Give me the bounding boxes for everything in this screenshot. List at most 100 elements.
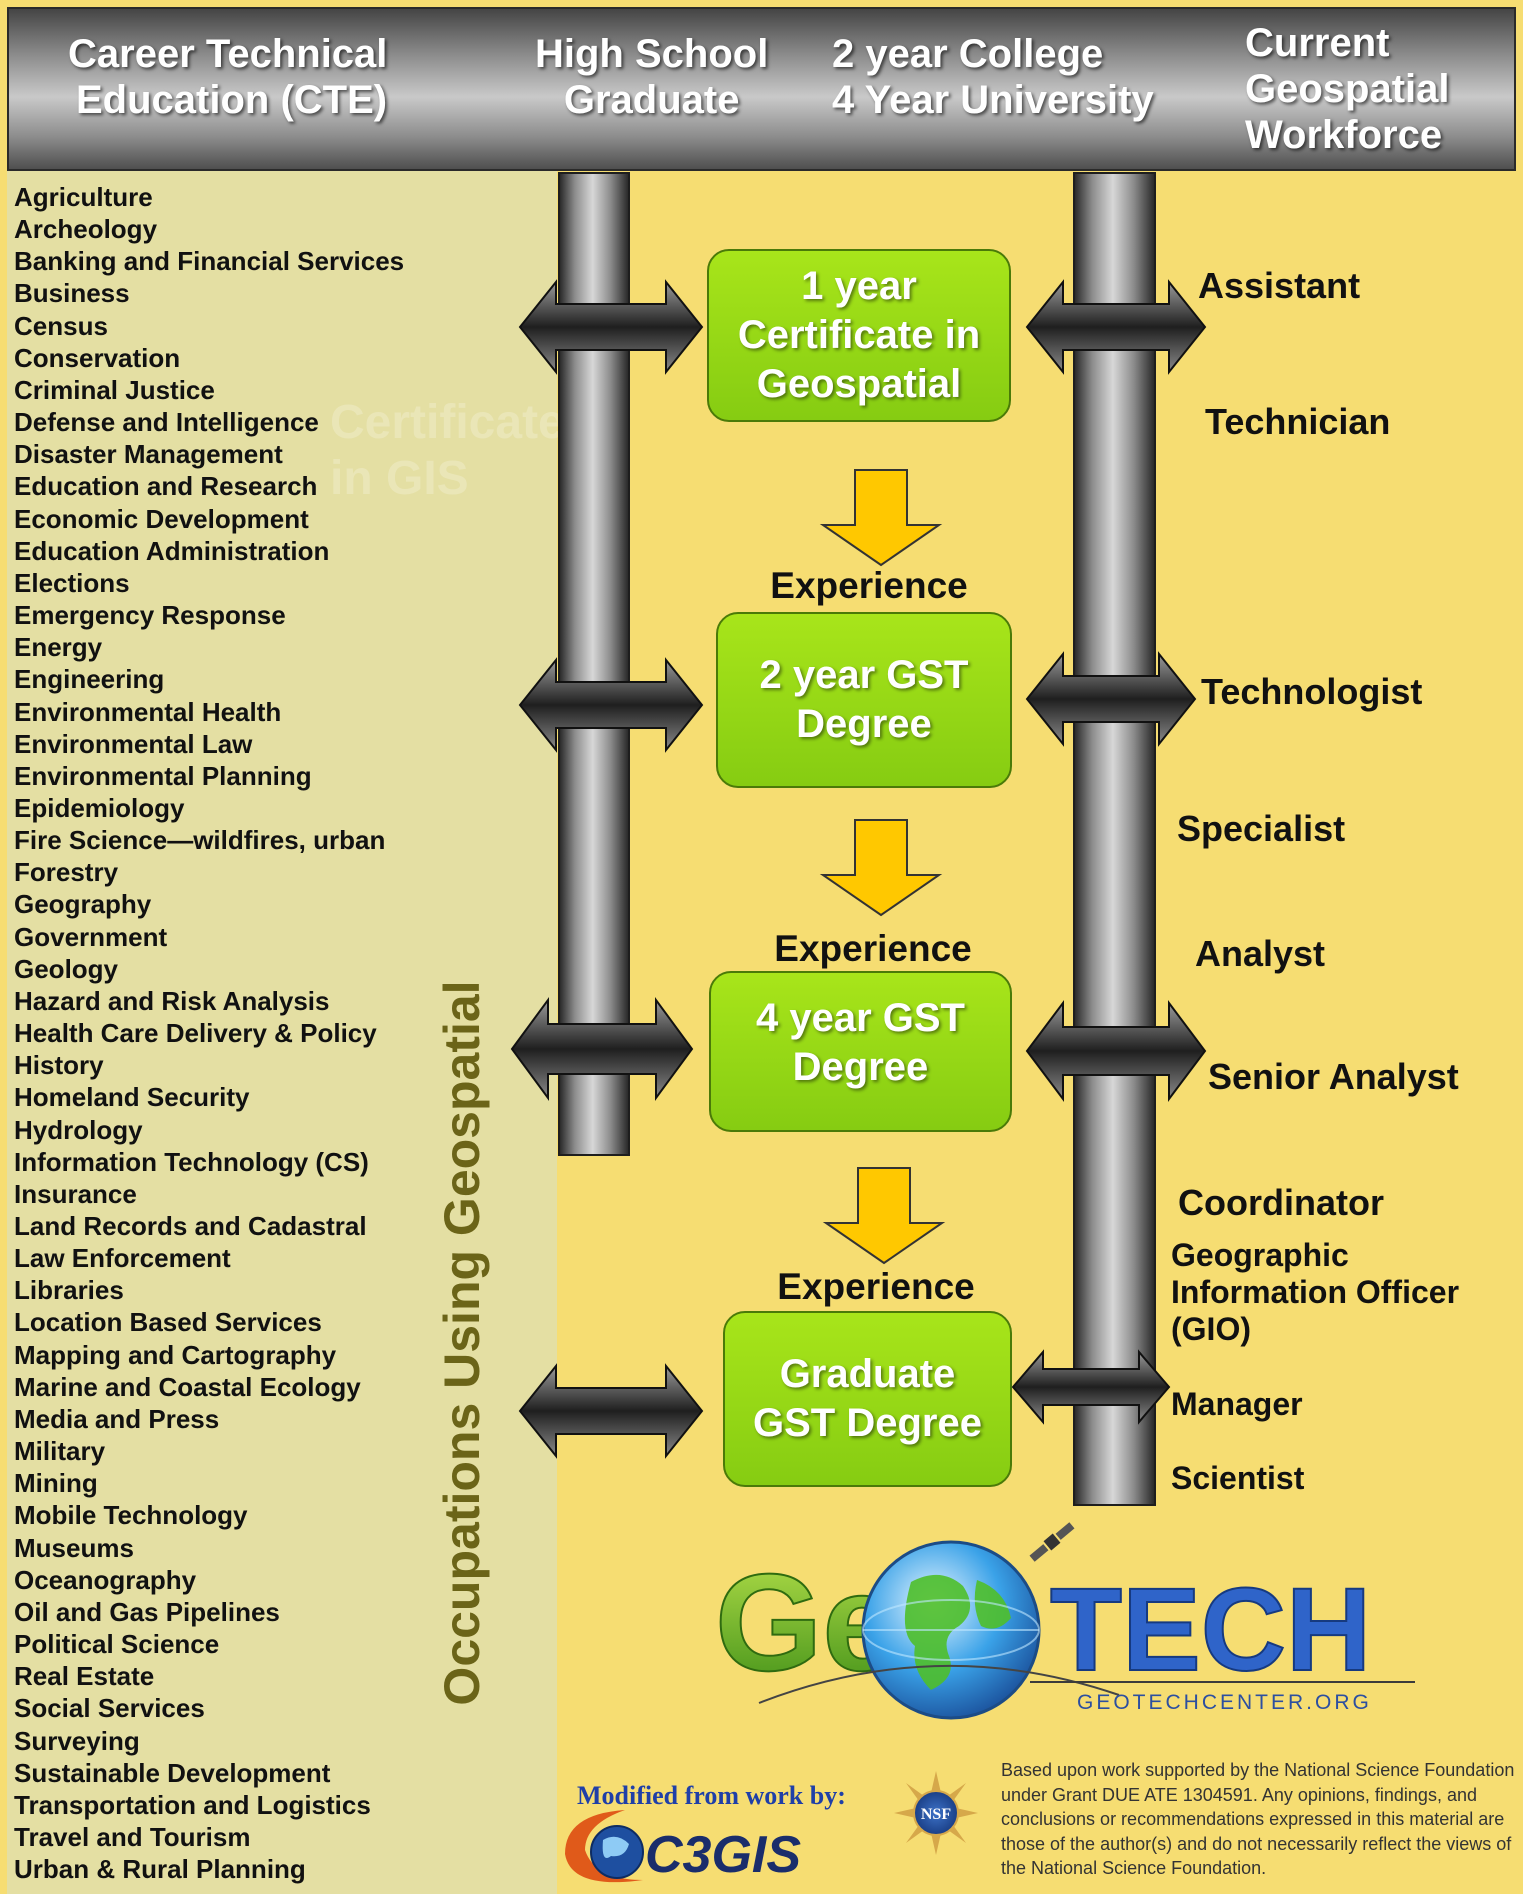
down-arrow-icon: [819, 819, 943, 917]
role-scientist: Scientist: [1171, 1460, 1305, 1496]
occupation-item: Economic Development: [14, 503, 309, 534]
role-technician: Technician: [1205, 401, 1391, 442]
occupation-item: Defense and Intelligence: [14, 407, 319, 438]
step-4-year-degree: 4 year GST Degree: [709, 971, 1012, 1132]
header-cte-line1: Career Technical: [68, 32, 388, 76]
occupation-item: Hazard and Risk Analysis: [14, 985, 330, 1016]
header-workforce-line1: Current: [1245, 21, 1390, 65]
occupation-item: Mobile Technology: [14, 1500, 248, 1531]
step-2-year-degree: 2 year GST Degree: [716, 612, 1012, 788]
occupation-item: Geology: [14, 953, 119, 984]
occupation-item: Travel and Tourism: [14, 1821, 251, 1852]
double-arrow-icon: [518, 657, 704, 753]
occupation-item: Sustainable Development: [14, 1757, 331, 1788]
geotech-logo-tech-text: TECH: [1050, 1564, 1371, 1696]
step-graduate-degree-label: Graduate GST Degree: [753, 1352, 982, 1445]
role-gio: Geographic Information Officer (GIO): [1171, 1237, 1459, 1348]
double-arrow-icon: [1025, 1000, 1207, 1102]
satellite-icon: [1029, 1522, 1075, 1562]
role-senior-analyst: Senior Analyst: [1208, 1056, 1459, 1097]
double-arrow-icon: [1011, 1349, 1171, 1425]
header-bar: [7, 7, 1516, 171]
step-2-year-degree-label: 2 year GST Degree: [759, 653, 969, 746]
c3gis-text: C3GIS: [645, 1826, 801, 1884]
header-college-line1: 2 year College: [832, 32, 1104, 76]
header-workforce: Current Geospatial Workforce: [1245, 20, 1450, 158]
role-gio-line1: Geographic: [1171, 1237, 1349, 1273]
occupation-item: Environmental Law: [14, 728, 253, 759]
occupation-item: Energy: [14, 632, 103, 663]
header-workforce-line2: Geospatial: [1245, 67, 1450, 111]
occupation-item: Census: [14, 310, 108, 341]
nsf-disclaimer: Based upon work supported by the Nationa…: [1001, 1760, 1515, 1879]
occupations-vertical-title: Occupations Using Geospatial: [434, 980, 490, 1706]
role-specialist: Specialist: [1177, 808, 1346, 849]
occupation-item: Forestry: [14, 857, 119, 888]
occupation-item: Political Science: [14, 1629, 220, 1660]
occupation-item: Banking and Financial Services: [14, 246, 405, 277]
occupation-item: Education and Research: [14, 471, 318, 502]
occupation-item: Insurance: [14, 1178, 137, 1209]
occupation-item: Transportation and Logistics: [14, 1789, 371, 1820]
workforce-pillar: [1073, 172, 1156, 1506]
occupation-item: Criminal Justice: [14, 374, 215, 405]
header-high-school-line2: Graduate: [563, 78, 740, 122]
occupation-item: History: [14, 1050, 104, 1081]
occupation-item: Surveying: [14, 1725, 140, 1756]
step-4-year-degree-label: 4 year GST Degree: [755, 995, 965, 1089]
header-college: 2 year College 4 Year University: [832, 31, 1154, 123]
ghost-text-certificate: Certificate: [330, 396, 565, 449]
occupation-item: Environmental Planning: [14, 760, 312, 791]
role-technologist: Technologist: [1201, 671, 1423, 712]
experience-label: Experience: [770, 565, 968, 606]
double-arrow-icon: [518, 1363, 704, 1459]
occupation-item: Agriculture: [14, 182, 153, 212]
occupation-item: Information Technology (CS): [14, 1146, 369, 1177]
occupation-item: Emergency Response: [14, 600, 286, 631]
header-cte: Career Technical Education (CTE): [68, 31, 387, 123]
occupation-item: Fire Science—wildfires, urban: [14, 825, 386, 856]
occupation-item: Homeland Security: [14, 1082, 250, 1113]
occupations-panel: [7, 171, 557, 1894]
occupation-item: Conservation: [14, 342, 181, 373]
double-arrow-icon: [1025, 651, 1197, 747]
occupation-item: Location Based Services: [14, 1307, 322, 1338]
occupation-item: Media and Press: [14, 1403, 220, 1434]
header-high-school: High School Graduate: [535, 31, 768, 123]
occupation-item: Environmental Health: [14, 696, 282, 727]
occupation-item: Social Services: [14, 1693, 205, 1724]
header-college-line2: 4 Year University: [832, 78, 1154, 122]
role-gio-line3: (GIO): [1171, 1311, 1251, 1347]
double-arrow-icon: [518, 279, 704, 375]
occupation-item: Archeology: [14, 214, 158, 245]
c3gis-logo: C3GIS: [565, 1810, 801, 1884]
occupation-item: Oil and Gas Pipelines: [14, 1596, 280, 1627]
occupation-item: Government: [14, 921, 168, 952]
geotech-logo: Ge TECH: [715, 1522, 1415, 1720]
occupation-item: Military: [14, 1436, 106, 1467]
role-gio-line2: Information Officer: [1171, 1274, 1460, 1310]
occupation-item: Epidemiology: [14, 792, 185, 823]
experience-label: Experience: [777, 1266, 975, 1307]
occupation-item: Business: [14, 278, 130, 309]
occupation-item: Libraries: [14, 1275, 124, 1306]
role-analyst: Analyst: [1195, 933, 1326, 974]
occupation-item: Geography: [14, 889, 152, 920]
occupation-item: Real Estate: [14, 1661, 155, 1692]
occupation-item: Marine and Coastal Ecology: [14, 1371, 361, 1402]
occupation-item: Mapping and Cartography: [14, 1339, 337, 1370]
occupation-item: Education Administration: [14, 535, 330, 566]
ghost-text-gis: in GIS: [330, 452, 469, 505]
geotech-url: GEOTECHCENTER.ORG: [1077, 1691, 1372, 1714]
header-workforce-line3: Workforce: [1245, 113, 1443, 157]
modified-from-label: Modified from work by:: [577, 1781, 846, 1810]
occupation-item: Oceanography: [14, 1564, 197, 1595]
experience-label: Experience: [774, 928, 972, 969]
header-high-school-line1: High School: [535, 32, 769, 76]
occupation-item: Museums: [14, 1532, 134, 1563]
step-graduate-degree: Graduate GST Degree: [723, 1311, 1012, 1487]
occupation-item: Mining: [14, 1468, 98, 1499]
occupation-item: Disaster Management: [14, 439, 283, 470]
down-arrow-icon: [822, 1167, 946, 1265]
occupation-item: Law Enforcement: [14, 1243, 231, 1274]
